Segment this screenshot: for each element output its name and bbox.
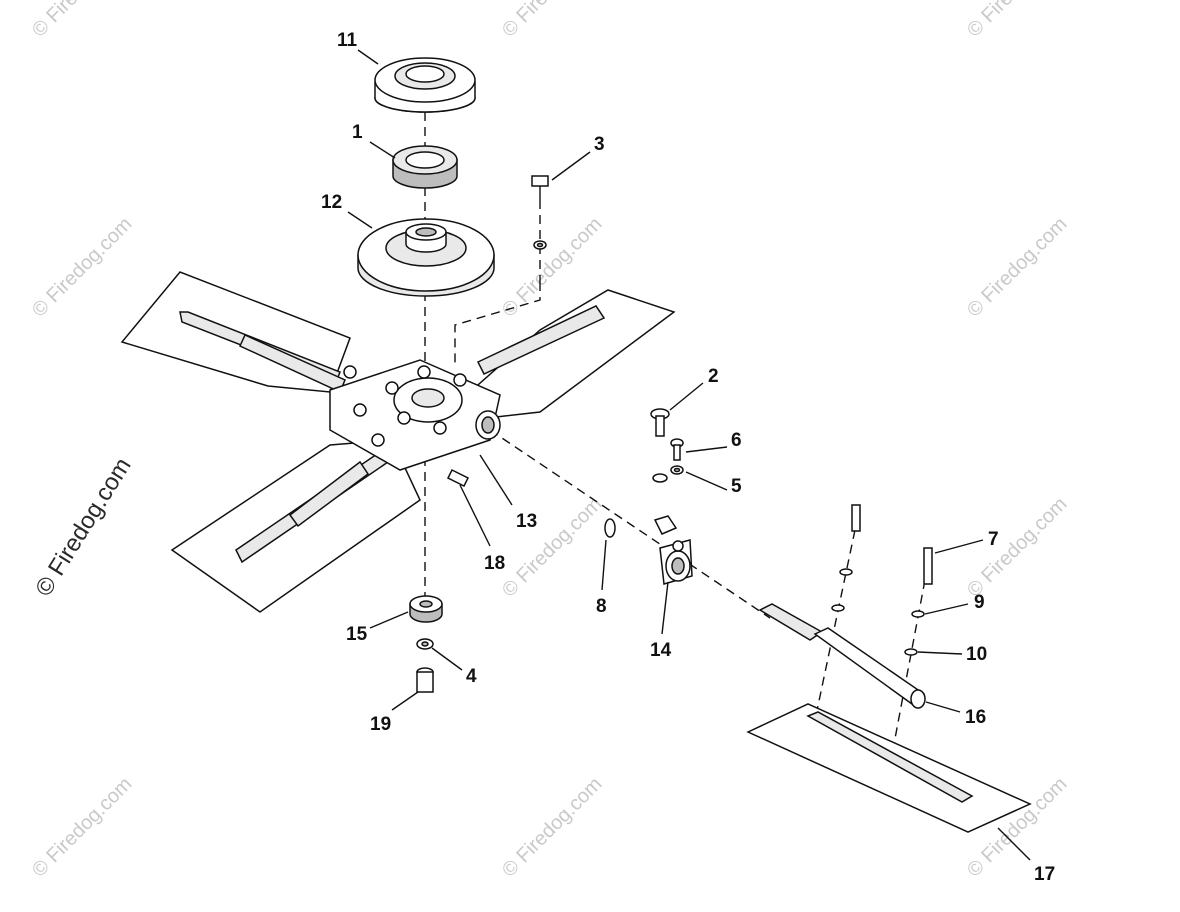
blade-bolts-part bbox=[831, 504, 933, 656]
watermark: © Firedog.com bbox=[498, 0, 607, 42]
callout-labels: 11 1 12 3 2 6 5 7 9 10 16 17 13 18 8 14 … bbox=[321, 30, 1055, 885]
grease-fitting-part bbox=[446, 468, 470, 488]
callout-17: 17 bbox=[1034, 864, 1055, 885]
callout-7: 7 bbox=[988, 529, 999, 550]
callout-9: 9 bbox=[974, 592, 985, 613]
watermark: © Firedog.com bbox=[963, 493, 1072, 602]
callout-14: 14 bbox=[650, 640, 672, 661]
callout-6: 6 bbox=[731, 430, 742, 451]
bolt-set-part bbox=[650, 408, 684, 483]
bearing-part bbox=[392, 145, 458, 189]
callout-12: 12 bbox=[321, 192, 342, 213]
watermark: © Firedog.com bbox=[28, 0, 137, 42]
callout-13: 13 bbox=[516, 511, 537, 532]
main-pulley-part bbox=[357, 218, 495, 297]
top-bolt-part bbox=[531, 175, 549, 250]
callout-3: 3 bbox=[594, 134, 605, 155]
callout-4: 4 bbox=[466, 666, 477, 687]
callout-11: 11 bbox=[337, 30, 358, 51]
watermark: © Firedog.com bbox=[963, 0, 1072, 42]
callout-19: 19 bbox=[370, 714, 391, 735]
arm-collar-part bbox=[653, 515, 693, 585]
callout-10: 10 bbox=[966, 644, 987, 665]
watermark: © Firedog.com bbox=[28, 213, 137, 322]
leader-lines bbox=[347, 49, 1031, 861]
watermark: © Firedog.com bbox=[28, 773, 137, 882]
callout-15: 15 bbox=[346, 624, 368, 645]
watermarks: © Firedog.com © Firedog.com © Firedog.co… bbox=[28, 0, 1072, 882]
callout-2: 2 bbox=[708, 366, 719, 387]
watermark: © Firedog.com bbox=[963, 213, 1072, 322]
watermark-side: © Firedog.com bbox=[30, 453, 136, 601]
trowel-blade-part bbox=[746, 703, 1032, 833]
bottom-stack-part bbox=[409, 595, 443, 693]
callout-5: 5 bbox=[731, 476, 742, 497]
watermark: © Firedog.com bbox=[498, 773, 607, 882]
callout-18: 18 bbox=[484, 553, 505, 574]
callout-16: 16 bbox=[965, 707, 986, 728]
watermark: © Firedog.com bbox=[498, 493, 607, 602]
callout-8: 8 bbox=[596, 596, 607, 617]
blade-arm-part bbox=[758, 603, 926, 709]
callout-1: 1 bbox=[352, 122, 363, 143]
o-ring-part bbox=[604, 518, 616, 538]
spider-hub-part bbox=[329, 359, 501, 471]
pulley-cap-part bbox=[374, 57, 476, 113]
